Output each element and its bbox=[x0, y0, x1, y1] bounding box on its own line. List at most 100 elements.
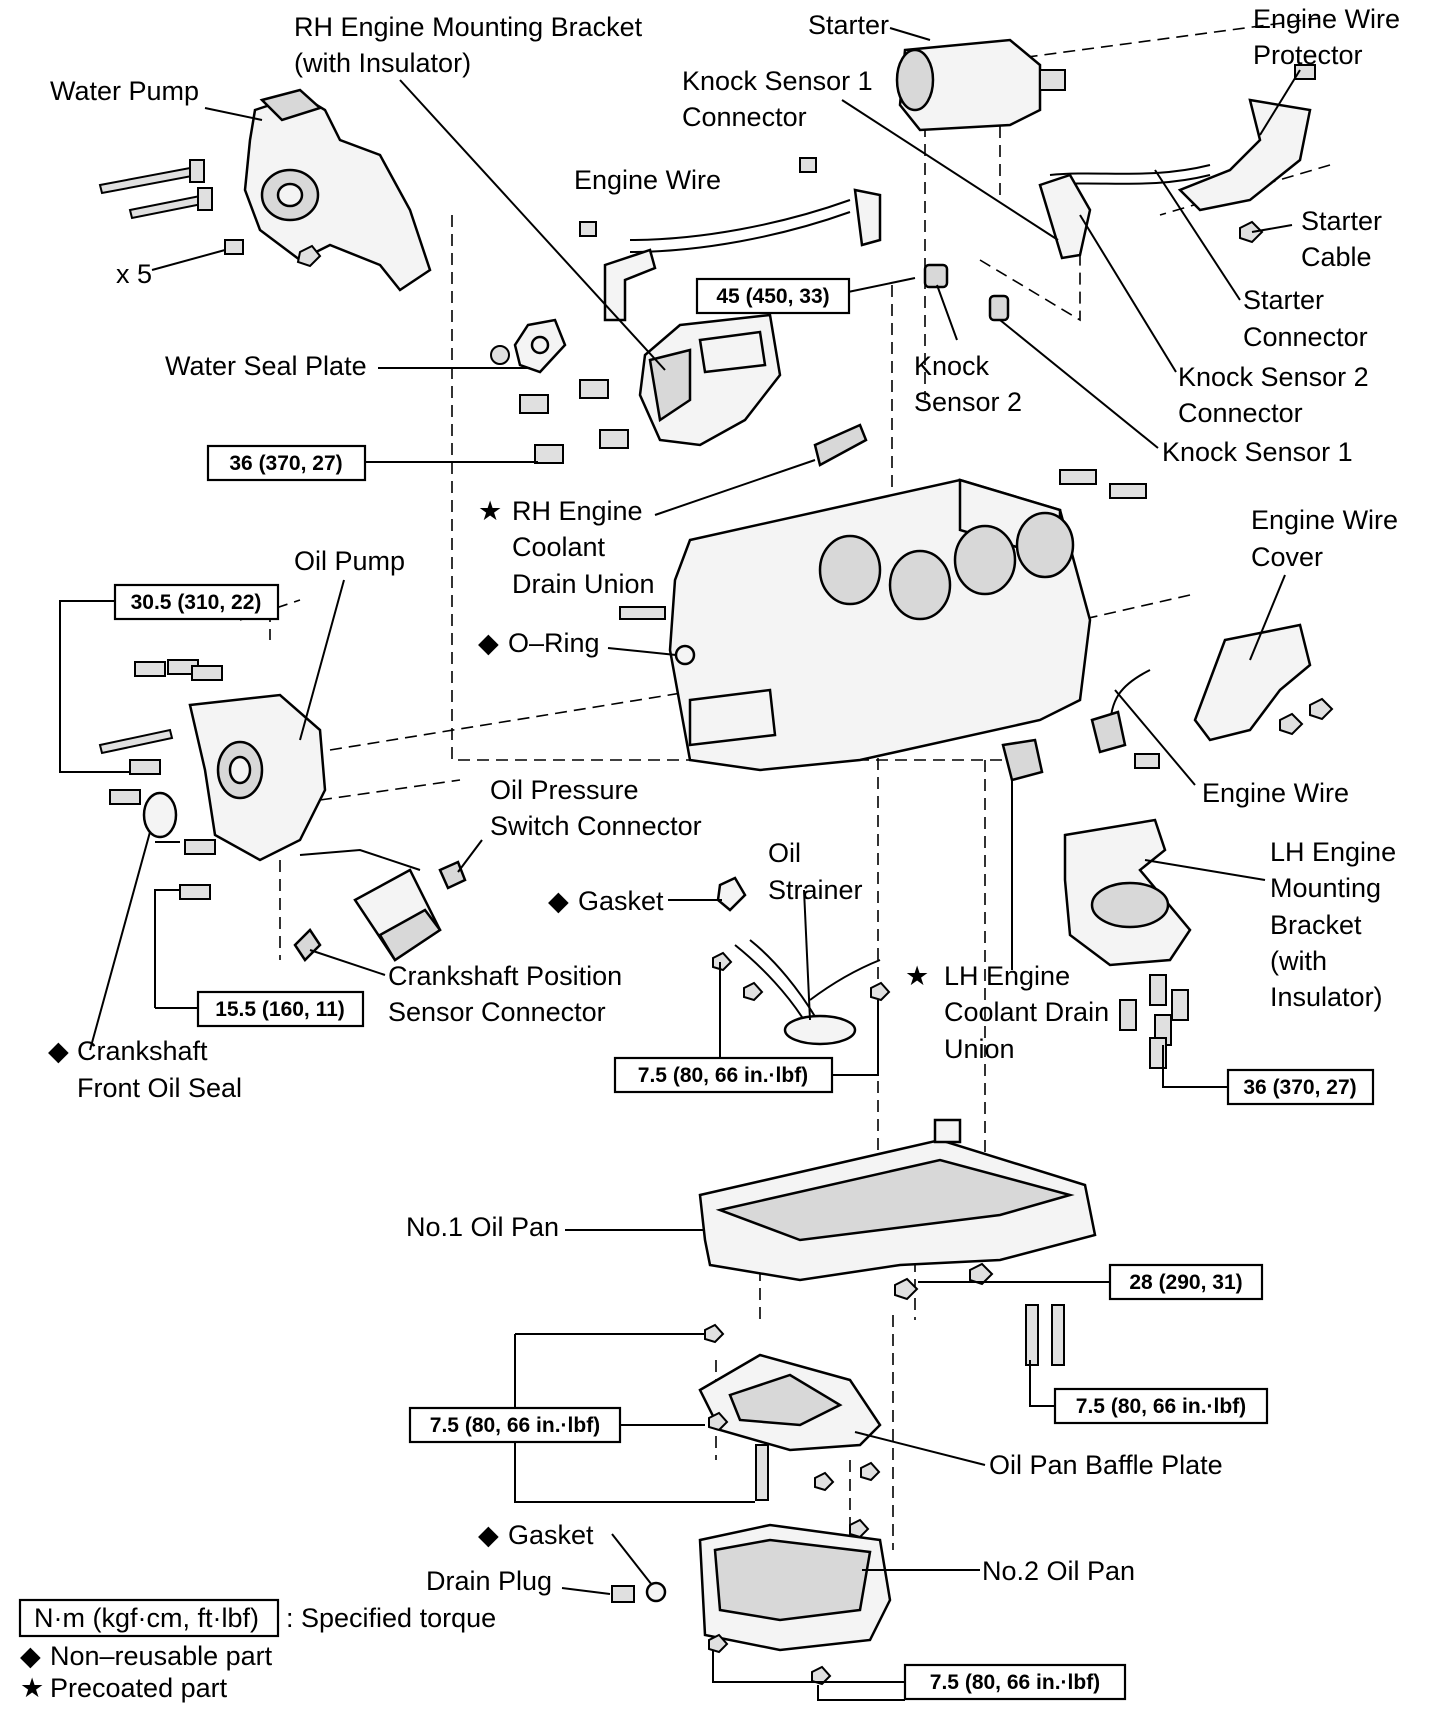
svg-text:28 (290, 31): 28 (290, 31) bbox=[1129, 1271, 1242, 1294]
baffle-plate-bolts bbox=[704, 1323, 881, 1501]
label-crankshaft-front-oil-seal-2: Front Oil Seal bbox=[77, 1073, 242, 1103]
knock-sensor-1 bbox=[988, 294, 1010, 322]
engine-wire-cover bbox=[1193, 623, 1334, 742]
label-starter-cable: Starter bbox=[1301, 206, 1382, 236]
oil-pump bbox=[188, 693, 327, 862]
label-x5: x 5 bbox=[116, 259, 152, 289]
svg-text:7.5 (80, 66 in.·lbf): 7.5 (80, 66 in.·lbf) bbox=[1076, 1395, 1246, 1418]
label-knock-sensor-1: Knock Sensor 1 bbox=[1162, 437, 1353, 467]
legend-non-reusable-symbol: ◆ bbox=[20, 1641, 41, 1671]
knock-sensor-connectors bbox=[1038, 173, 1092, 260]
legend-precoated-symbol: ★ bbox=[20, 1673, 44, 1703]
svg-text:36 (370, 27): 36 (370, 27) bbox=[1243, 1076, 1356, 1099]
no1-oil-pan-bolts bbox=[894, 1262, 1065, 1366]
label-no2-oil-pan: No.2 Oil Pan bbox=[982, 1556, 1135, 1586]
label-engine-wire-protector-2: Protector bbox=[1253, 40, 1363, 70]
torque-box-7-5-right: 7.5 (80, 66 in.·lbf) bbox=[1053, 1387, 1269, 1425]
no2-oil-pan bbox=[698, 1523, 892, 1652]
symbol-non-reusable-o-ring: ◆ bbox=[478, 628, 499, 658]
label-starter-connector-2: Connector bbox=[1243, 322, 1368, 352]
label-knock-sensor-1-connector-2: Connector bbox=[682, 102, 807, 132]
svg-text:7.5 (80, 66 in.·lbf): 7.5 (80, 66 in.·lbf) bbox=[430, 1414, 600, 1437]
label-engine-wire-cover-2: Cover bbox=[1251, 542, 1323, 572]
rh-coolant-drain-union bbox=[813, 423, 868, 467]
label-engine-wire-top: Engine Wire bbox=[574, 165, 721, 195]
leader-lines bbox=[89, 27, 1301, 1595]
torque-box-36-lh: 36 (370, 27) bbox=[1226, 1068, 1375, 1106]
engine-wire-harness-top bbox=[579, 157, 882, 322]
starter-bolt bbox=[1294, 64, 1316, 80]
svg-text:15.5 (160, 11): 15.5 (160, 11) bbox=[215, 998, 345, 1021]
torque-box-45: 45 (450, 33) bbox=[695, 277, 851, 315]
legend-unit-desc: : Specified torque bbox=[286, 1603, 496, 1633]
label-lh-engine-mounting-bracket: LH Engine bbox=[1270, 837, 1396, 867]
torque-box-7-5-strainer: 7.5 (80, 66 in.·lbf) bbox=[613, 1056, 834, 1094]
symbol-non-reusable-crank-seal: ◆ bbox=[48, 1036, 69, 1066]
label-lh-engine-mounting-bracket-4: (with bbox=[1270, 946, 1327, 976]
water-pump bbox=[243, 88, 432, 292]
label-rh-coolant-drain-union: RH Engine bbox=[512, 496, 643, 526]
label-engine-wire-right: Engine Wire bbox=[1202, 778, 1349, 808]
label-rh-coolant-drain-union-2: Coolant bbox=[512, 532, 606, 562]
label-no1-oil-pan: No.1 Oil Pan bbox=[406, 1212, 559, 1242]
torque-box-28: 28 (290, 31) bbox=[1108, 1263, 1264, 1301]
water-seal-plate bbox=[490, 318, 567, 374]
svg-text:45 (450, 33): 45 (450, 33) bbox=[716, 285, 829, 308]
torque-box-7-5-bottom: 7.5 (80, 66 in.·lbf) bbox=[903, 1663, 1127, 1701]
rh-bracket-bolts bbox=[519, 379, 629, 464]
oil-filter bbox=[353, 868, 442, 962]
symbol-non-reusable-gasket-strainer: ◆ bbox=[548, 886, 569, 916]
cylinder-block bbox=[619, 469, 1147, 772]
symbol-non-reusable-gasket-pan: ◆ bbox=[478, 1520, 499, 1550]
oil-strainer bbox=[734, 939, 881, 1046]
knock-sensor-2 bbox=[923, 263, 949, 289]
oil-pump-bolts bbox=[98, 659, 223, 900]
oil-pump-pipe bbox=[299, 848, 421, 871]
starter-cable-nut bbox=[1239, 220, 1264, 244]
label-crankshaft-position-sensor-connector-2: Sensor Connector bbox=[388, 997, 606, 1027]
no2-oil-pan-bolts bbox=[708, 1518, 870, 1686]
label-lh-coolant-drain-union-3: Union bbox=[944, 1034, 1015, 1064]
label-water-pump: Water Pump bbox=[50, 76, 199, 106]
label-oil-pressure-switch-connector-2: Switch Connector bbox=[490, 811, 702, 841]
symbol-precoated-lh: ★ bbox=[905, 961, 929, 991]
label-lh-engine-mounting-bracket-5: Insulator) bbox=[1270, 982, 1383, 1012]
engine-wire-harness-right bbox=[1090, 669, 1160, 769]
legend-unit-text: N·m (kgf·cm, ft·lbf) bbox=[34, 1603, 259, 1633]
label-knock-sensor-2-connector: Knock Sensor 2 bbox=[1178, 362, 1369, 392]
rh-engine-mounting-bracket bbox=[638, 313, 782, 447]
label-rh-engine-mounting-bracket: RH Engine Mounting Bracket bbox=[294, 12, 643, 42]
label-crankshaft-front-oil-seal: Crankshaft bbox=[77, 1036, 208, 1066]
label-knock-sensor-2: Knock bbox=[914, 351, 990, 381]
torque-box-7-5-baffle: 7.5 (80, 66 in.·lbf) bbox=[408, 1406, 622, 1444]
starter bbox=[895, 38, 1066, 132]
label-knock-sensor-2-b: Sensor 2 bbox=[914, 387, 1022, 417]
strainer-nuts bbox=[712, 951, 891, 1002]
label-starter-connector: Starter bbox=[1243, 285, 1324, 315]
legend: N·m (kgf·cm, ft·lbf) : Specified torque … bbox=[18, 1598, 496, 1703]
legend-unit-box bbox=[18, 1598, 280, 1638]
part-labels: Water Pump RH Engine Mounting Bracket (w… bbox=[48, 4, 1400, 1596]
legend-non-reusable-text: Non–reusable part bbox=[50, 1641, 273, 1671]
oil-strainer-gasket bbox=[716, 876, 747, 912]
label-lh-engine-mounting-bracket-3: Bracket bbox=[1270, 910, 1362, 940]
label-engine-wire-cover: Engine Wire bbox=[1251, 505, 1398, 535]
label-oil-pressure-switch-connector: Oil Pressure bbox=[490, 775, 639, 805]
lh-coolant-drain-union bbox=[1001, 738, 1044, 782]
lh-engine-mounting-bracket bbox=[1063, 818, 1192, 967]
label-gasket-pan: Gasket bbox=[508, 1520, 594, 1550]
label-o-ring: O–Ring bbox=[508, 628, 600, 658]
torque-boxes: 45 (450, 33) 36 (370, 27) 30.5 (310, 22)… bbox=[113, 277, 1375, 1701]
label-lh-engine-mounting-bracket-2: Mounting bbox=[1270, 873, 1381, 903]
label-crankshaft-position-sensor-connector: Crankshaft Position bbox=[388, 961, 622, 991]
svg-text:7.5 (80, 66 in.·lbf): 7.5 (80, 66 in.·lbf) bbox=[930, 1671, 1100, 1694]
svg-text:36 (370, 27): 36 (370, 27) bbox=[229, 452, 342, 475]
label-water-seal-plate: Water Seal Plate bbox=[165, 351, 367, 381]
legend-precoated-text: Precoated part bbox=[50, 1673, 228, 1703]
water-pump-bolts bbox=[98, 159, 322, 268]
torque-box-15-5: 15.5 (160, 11) bbox=[196, 990, 365, 1028]
label-knock-sensor-2-connector-2: Connector bbox=[1178, 398, 1303, 428]
label-starter-cable-2: Cable bbox=[1301, 242, 1372, 272]
lh-bracket-bolts bbox=[1119, 974, 1189, 1069]
